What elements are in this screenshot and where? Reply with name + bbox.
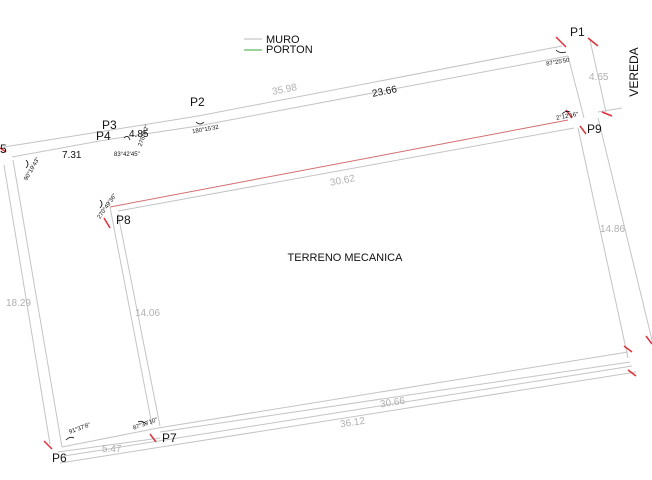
point-label-p5: 5 <box>0 142 7 156</box>
point-label-p6: P6 <box>52 451 67 465</box>
tick-marks <box>0 36 652 450</box>
point-label-p1: P1 <box>570 25 585 39</box>
tick-mark <box>103 217 111 229</box>
lot-title: TERRENO MECANICA <box>288 252 404 264</box>
angle-arc <box>555 49 567 54</box>
tick-mark <box>601 111 613 117</box>
lot-top-edge-offset <box>117 127 575 212</box>
angle-arc <box>123 136 131 141</box>
tick-mark <box>587 37 599 47</box>
tick-mark <box>645 335 652 345</box>
angle-arcs <box>25 49 571 441</box>
outer-bottom-line-2 <box>59 371 637 464</box>
dim-label: 4.85 <box>129 129 149 140</box>
dim-label: 35.98 <box>271 82 298 98</box>
dim-label: 14.86 <box>600 224 625 235</box>
point-label-p4: P4 <box>96 129 111 143</box>
lot-top-edge <box>109 119 569 208</box>
angle-arc <box>137 420 147 425</box>
dimension-labels: 35.98 23.66 4.85 7.31 4.65 30.62 14.86 1… <box>6 72 625 455</box>
angle-labels: 87°25'50 2°12'16" 180°15'32 276°6'2" 83°… <box>23 58 578 436</box>
east-wall-line <box>567 55 585 119</box>
point-label-p7: P7 <box>162 431 177 445</box>
point-labels: P1 P2 P3 P4 5 P6 P7 P8 P9 <box>0 25 602 465</box>
angle-label: 87°39'10" <box>132 417 158 431</box>
top-wall-line <box>3 45 563 148</box>
angle-label: 87°25'50 <box>546 58 571 68</box>
left-wall-line <box>12 159 63 448</box>
point-label-p2: P2 <box>190 95 205 109</box>
lot-bottom-edge-offset <box>159 361 631 433</box>
legend-muro-label: MURO <box>266 34 300 46</box>
dim-label: 7.31 <box>62 150 82 161</box>
dim-label: 30.62 <box>329 173 356 189</box>
outer-boundary <box>3 45 585 448</box>
dim-label: 4.65 <box>589 72 609 83</box>
tick-mark <box>627 369 637 377</box>
lot-bottom-edge <box>157 351 629 429</box>
tick-mark <box>623 345 633 353</box>
dim-label: 23.66 <box>371 84 398 100</box>
angle-label: 91°37'8" <box>68 422 91 435</box>
outer-bottom-line-1 <box>63 365 633 457</box>
inner-lot <box>109 119 631 433</box>
tick-mark <box>149 433 157 443</box>
lot-left-edge <box>109 206 153 426</box>
lot-right-edge <box>577 127 629 359</box>
tick-mark <box>43 440 53 450</box>
angle-arc <box>195 121 205 125</box>
street-label: VEREDA <box>627 47 641 96</box>
bottom-left-offset <box>57 437 161 453</box>
left-wall-offset <box>3 164 51 445</box>
point-label-p8: P8 <box>116 213 131 227</box>
point-label-p3: P3 <box>102 118 117 132</box>
vereda-line-outer <box>597 117 652 341</box>
tick-mark <box>555 36 567 48</box>
tick-mark <box>0 147 7 153</box>
dim-label: 5.47 <box>102 444 122 455</box>
lot-left-edge-offset <box>117 213 161 427</box>
angle-arc <box>99 199 103 209</box>
tick-mark <box>579 125 587 135</box>
point-label-p9: P9 <box>587 122 602 136</box>
vereda-line-inner <box>589 39 607 113</box>
dim-label: 36.12 <box>339 416 366 431</box>
street-lines <box>57 39 652 464</box>
angle-arc <box>561 110 571 115</box>
angle-label: 2°12'16" <box>556 112 579 122</box>
angle-arc <box>25 159 29 169</box>
legend: MURO PORTON <box>244 34 313 56</box>
dim-label: 14.06 <box>135 308 160 319</box>
dim-label: 30.66 <box>379 396 406 411</box>
legend-porton-label: PORTON <box>266 44 313 56</box>
bottom-wall-line <box>61 427 159 448</box>
angle-label: 83°42'45" <box>114 152 140 158</box>
dim-label: 18.29 <box>6 298 31 309</box>
angle-arc <box>65 436 75 441</box>
top-wall-offset <box>11 55 569 158</box>
vereda-cap <box>597 107 623 113</box>
angle-label: 180°15'32 <box>192 125 220 136</box>
